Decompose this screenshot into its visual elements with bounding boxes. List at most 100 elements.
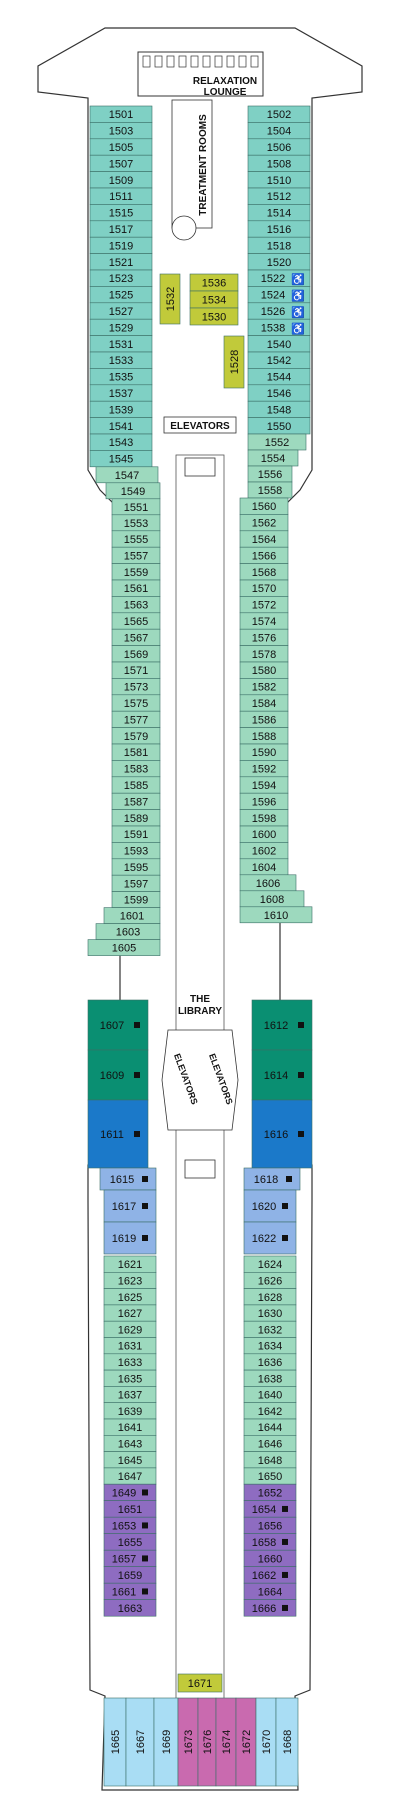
cabin-1671[interactable]: 1671 — [177, 1673, 223, 1693]
cabin-1569[interactable]: 1569 — [111, 645, 161, 663]
cabin-1546[interactable]: 1546 — [247, 384, 311, 402]
cabin-1599[interactable]: 1599 — [111, 891, 161, 908]
cabin-1627[interactable]: 1627 — [103, 1304, 157, 1322]
cabin-1628[interactable]: 1628 — [243, 1288, 297, 1306]
cabin-1665[interactable]: 1665 — [103, 1697, 127, 1787]
cabin-1580[interactable]: 1580 — [239, 661, 289, 679]
cabin-1660[interactable]: 1660 — [243, 1549, 297, 1567]
cabin-1525[interactable]: 1525 — [89, 286, 153, 304]
cabin-1554[interactable]: 1554 — [247, 449, 299, 467]
cabin-1578[interactable]: 1578 — [239, 645, 289, 663]
cabin-1589[interactable]: 1589 — [111, 809, 161, 827]
cabin-1584[interactable]: 1584 — [239, 694, 289, 712]
cabin-1522[interactable]: 1522♿ — [247, 269, 311, 287]
cabin-1572[interactable]: 1572 — [239, 596, 289, 614]
cabin-1657[interactable]: 1657 — [103, 1549, 157, 1567]
cabin-1526[interactable]: 1526♿ — [247, 302, 311, 320]
cabin-1649[interactable]: 1649 — [103, 1483, 157, 1501]
cabin-1645[interactable]: 1645 — [103, 1451, 157, 1469]
cabin-1528[interactable]: 1528 — [223, 335, 245, 389]
cabin-1642[interactable]: 1642 — [243, 1402, 297, 1420]
cabin-1514[interactable]: 1514 — [247, 204, 311, 222]
cabin-1651[interactable]: 1651 — [103, 1500, 157, 1518]
cabin-1602[interactable]: 1602 — [239, 842, 289, 860]
cabin-1612[interactable]: 1612 — [251, 999, 313, 1051]
cabin-1610[interactable]: 1610 — [239, 906, 313, 924]
cabin-1596[interactable]: 1596 — [239, 792, 289, 810]
cabin-1508[interactable]: 1508 — [247, 154, 311, 172]
cabin-1658[interactable]: 1658 — [243, 1533, 297, 1551]
cabin-1563[interactable]: 1563 — [111, 596, 161, 614]
cabin-1631[interactable]: 1631 — [103, 1337, 157, 1355]
cabin-1562[interactable]: 1562 — [239, 514, 289, 532]
cabin-1606[interactable]: 1606 — [239, 874, 297, 892]
cabin-1582[interactable]: 1582 — [239, 678, 289, 696]
cabin-1515[interactable]: 1515 — [89, 204, 153, 222]
cabin-1619[interactable]: 1619 — [103, 1221, 157, 1255]
cabin-1644[interactable]: 1644 — [243, 1418, 297, 1436]
cabin-1583[interactable]: 1583 — [111, 760, 161, 778]
cabin-1517[interactable]: 1517 — [89, 220, 153, 238]
cabin-1667[interactable]: 1667 — [125, 1697, 155, 1787]
cabin-1663[interactable]: 1663 — [103, 1599, 157, 1617]
cabin-1634[interactable]: 1634 — [243, 1337, 297, 1355]
cabin-1565[interactable]: 1565 — [111, 612, 161, 630]
cabin-1534[interactable]: 1534 — [189, 290, 239, 309]
cabin-1571[interactable]: 1571 — [111, 661, 161, 679]
cabin-1530[interactable]: 1530 — [189, 307, 239, 326]
cabin-1656[interactable]: 1656 — [243, 1516, 297, 1534]
cabin-1594[interactable]: 1594 — [239, 776, 289, 794]
cabin-1669[interactable]: 1669 — [153, 1697, 179, 1787]
cabin-1560[interactable]: 1560 — [239, 497, 289, 515]
cabin-1509[interactable]: 1509 — [89, 171, 153, 189]
cabin-1609[interactable]: 1609 — [87, 1049, 149, 1101]
cabin-1577[interactable]: 1577 — [111, 710, 161, 728]
cabin-1543[interactable]: 1543 — [89, 433, 153, 451]
cabin-1653[interactable]: 1653 — [103, 1516, 157, 1534]
cabin-1636[interactable]: 1636 — [243, 1353, 297, 1371]
cabin-1502[interactable]: 1502 — [247, 105, 311, 123]
cabin-1549[interactable]: 1549 — [105, 482, 161, 500]
cabin-1652[interactable]: 1652 — [243, 1483, 297, 1501]
cabin-1654[interactable]: 1654 — [243, 1500, 297, 1518]
cabin-1518[interactable]: 1518 — [247, 236, 311, 254]
cabin-1598[interactable]: 1598 — [239, 809, 289, 827]
cabin-1664[interactable]: 1664 — [243, 1582, 297, 1600]
cabin-1520[interactable]: 1520 — [247, 253, 311, 271]
cabin-1574[interactable]: 1574 — [239, 612, 289, 630]
cabin-1542[interactable]: 1542 — [247, 351, 311, 369]
cabin-1621[interactable]: 1621 — [103, 1255, 157, 1273]
cabin-1545[interactable]: 1545 — [89, 450, 153, 468]
cabin-1535[interactable]: 1535 — [89, 368, 153, 386]
cabin-1638[interactable]: 1638 — [243, 1369, 297, 1387]
cabin-1607[interactable]: 1607 — [87, 999, 149, 1051]
cabin-1587[interactable]: 1587 — [111, 792, 161, 810]
cabin-1633[interactable]: 1633 — [103, 1353, 157, 1371]
cabin-1566[interactable]: 1566 — [239, 546, 289, 564]
cabin-1647[interactable]: 1647 — [103, 1467, 157, 1485]
cabin-1524[interactable]: 1524♿ — [247, 286, 311, 304]
cabin-1618[interactable]: 1618 — [243, 1167, 301, 1191]
cabin-1559[interactable]: 1559 — [111, 563, 161, 581]
cabin-1661[interactable]: 1661 — [103, 1582, 157, 1600]
cabin-1505[interactable]: 1505 — [89, 138, 153, 156]
cabin-1588[interactable]: 1588 — [239, 727, 289, 745]
cabin-1555[interactable]: 1555 — [111, 530, 161, 548]
cabin-1556[interactable]: 1556 — [247, 465, 293, 483]
cabin-1662[interactable]: 1662 — [243, 1566, 297, 1584]
cabin-1626[interactable]: 1626 — [243, 1272, 297, 1289]
cabin-1659[interactable]: 1659 — [103, 1566, 157, 1584]
cabin-1512[interactable]: 1512 — [247, 187, 311, 205]
cabin-1673[interactable]: 1673 — [177, 1697, 199, 1787]
cabin-1573[interactable]: 1573 — [111, 678, 161, 696]
cabin-1646[interactable]: 1646 — [243, 1435, 297, 1452]
cabin-1600[interactable]: 1600 — [239, 825, 289, 843]
cabin-1592[interactable]: 1592 — [239, 760, 289, 778]
cabin-1620[interactable]: 1620 — [243, 1189, 297, 1223]
cabin-1593[interactable]: 1593 — [111, 842, 161, 860]
cabin-1501[interactable]: 1501 — [89, 105, 153, 123]
cabin-1601[interactable]: 1601 — [103, 907, 161, 924]
cabin-1519[interactable]: 1519 — [89, 236, 153, 254]
cabin-1579[interactable]: 1579 — [111, 727, 161, 745]
cabin-1676[interactable]: 1676 — [197, 1697, 217, 1787]
